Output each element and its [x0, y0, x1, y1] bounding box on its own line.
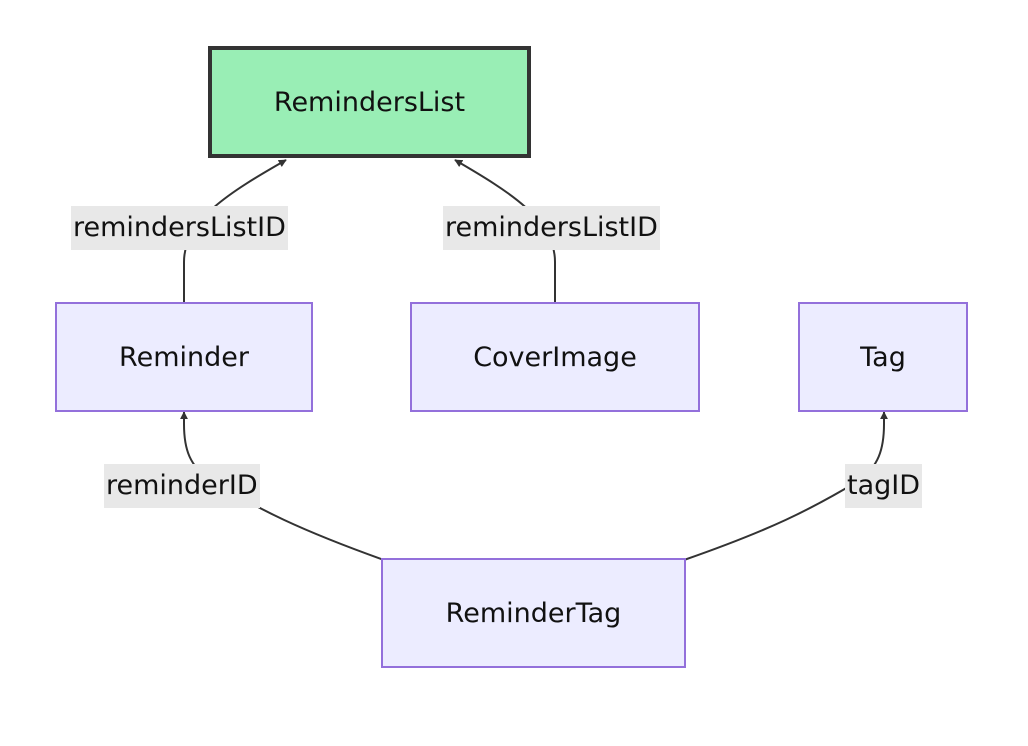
node-reminder[interactable]: Reminder	[55, 302, 313, 412]
edge-label-reminder-to-list: remindersListID	[71, 206, 288, 250]
node-cover-image[interactable]: CoverImage	[410, 302, 700, 412]
edge-label-cover-to-list: remindersListID	[443, 206, 660, 250]
node-reminder-tag-label: ReminderTag	[445, 597, 622, 629]
node-reminders-list-label: RemindersList	[273, 86, 466, 118]
node-tag-label: Tag	[860, 341, 906, 373]
node-reminders-list[interactable]: RemindersList	[208, 46, 531, 158]
node-reminder-tag[interactable]: ReminderTag	[381, 558, 686, 668]
edge-label-tag-link-to-reminder: reminderID	[104, 464, 260, 508]
edge-label-tag-link-to-tag: tagID	[845, 464, 923, 508]
node-tag[interactable]: Tag	[798, 302, 968, 412]
node-reminder-label: Reminder	[119, 341, 249, 373]
node-cover-image-label: CoverImage	[473, 341, 637, 373]
